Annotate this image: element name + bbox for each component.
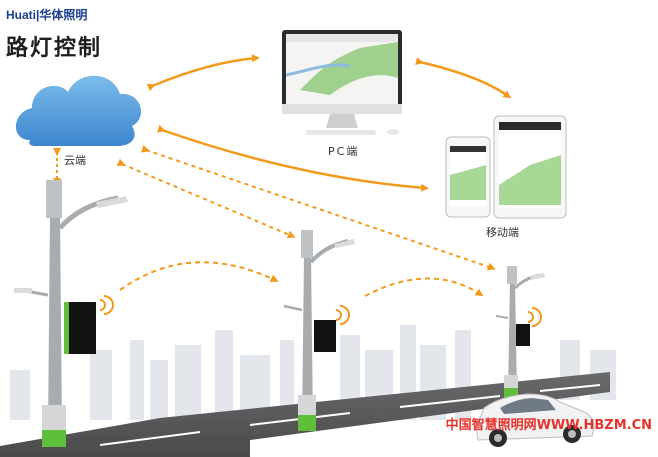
street-light-icon — [14, 180, 128, 447]
watermark: 中国智慧照明网WWW.HBZM.CN — [445, 418, 652, 433]
dashed-links — [116, 144, 496, 271]
monitor-icon — [282, 30, 402, 135]
wifi-signal-icon — [99, 295, 542, 327]
mobile-label: 移动端 — [486, 226, 519, 239]
cloud-label: 云端 — [64, 154, 86, 167]
phone-icon — [445, 136, 491, 218]
pc-label: PC端 — [328, 145, 360, 158]
page-title: 路灯控制 — [6, 36, 103, 61]
tablet-icon — [493, 115, 567, 219]
street-light-icon — [283, 230, 355, 431]
cloud-icon — [15, 75, 142, 146]
street-light-icon — [495, 266, 545, 399]
pole-arcs — [119, 261, 484, 297]
car-icon — [475, 393, 595, 447]
brand-logo: Huati|华体照明 — [6, 8, 88, 22]
